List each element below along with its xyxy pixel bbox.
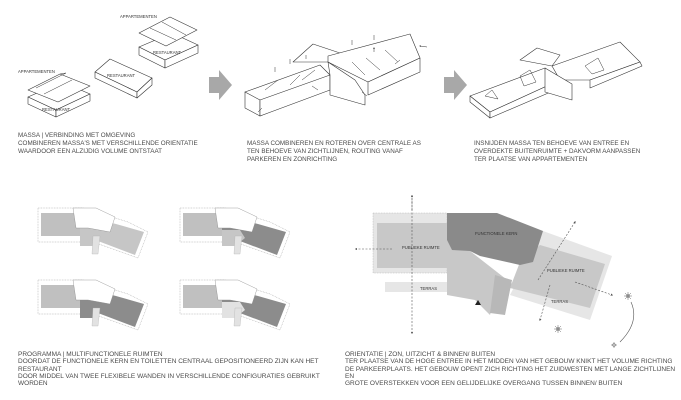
label-terras: TERRAS [551, 299, 568, 304]
apartments-block-right [138, 16, 199, 69]
sun-icon [554, 325, 562, 333]
entrance-marker-icon [475, 300, 481, 305]
caption-title: MASSA | VERBINDING MET OMGEVING [18, 132, 135, 139]
caption-line: TEN BEHOEVE VAN ZICHTLIJNEN, ROUTING VAN… [247, 148, 403, 155]
caption-line: INSNIJDEN MASSA TEN BEHOEVE VAN ENTREE E… [474, 140, 630, 147]
massing-step-1: APPARTEMENTEN RESTAURANT RESTAURANT APPA… [18, 14, 199, 118]
label-appartementen-right: APPARTEMENTEN [120, 14, 157, 19]
caption-line: COMBINEREN MASSA'S MET VERSCHILLENDE ORI… [18, 140, 198, 147]
caption-line: GROTE OVERSTEKKEN VOOR EEN GELIJDELIJKE … [345, 380, 623, 388]
orientation-plan: PUBLIEKE RUIMTE FUNCTIONELE KERN PUBLIEK… [354, 194, 634, 348]
caption-title: PROGRAMMA | MULTIFUNCTIONELE RUIMTEN [18, 351, 163, 358]
apartments-block-left [27, 72, 91, 118]
sun-icon [611, 342, 617, 348]
public-space-right [510, 245, 605, 308]
terrace-area [385, 282, 463, 292]
label-publieke-ruimte: PUBLIEKE RUIMTE [402, 245, 440, 250]
caption-line: DOOR MIDDEL VAN TWEE FLEXIBELE WANDEN IN… [18, 372, 320, 388]
sun-icon [624, 292, 632, 300]
program-plan-4 [179, 279, 291, 331]
label-functionele-kern: FUNCTIONELE KERN [475, 231, 517, 236]
sun-path-arc [619, 301, 634, 343]
arrow-right-icon [209, 70, 232, 100]
caption-line: DE PARKEERPLAATS. HET GEBOUW OPENT ZICH … [345, 365, 676, 380]
caption-line: PARKEREN EN ZONRICHTING [247, 156, 337, 163]
massing-step-2 [244, 33, 428, 117]
functional-core [447, 213, 543, 265]
arrow-right-icon [444, 70, 467, 100]
label-appartementen: APPARTEMENTEN [18, 69, 55, 74]
caption-line: MASSA COMBINEREN EN ROTEREN OVER CENTRAL… [247, 140, 421, 147]
caption-line: WAARDOOR EEN ALZIJDIG VOLUME ONTSTAAT [18, 148, 162, 155]
caption-step-2: MASSA COMBINEREN EN ROTEREN OVER CENTRAL… [247, 140, 421, 163]
caption-title: ORIENTATIE | ZON, UITZICHT & BINNEN/ BUI… [345, 351, 496, 358]
caption-line: TER PLAATSE VAN APPARTEMENTEN [474, 156, 588, 163]
program-plan-2 [179, 207, 291, 259]
caption-orientatie: ORIENTATIE | ZON, UITZICHT & BINNEN/ BUI… [345, 351, 678, 387]
caption-line: DOORDAT DE FUNCTIONELE KERN EN TOILETTEN… [18, 358, 319, 373]
program-plan-1 [37, 207, 149, 259]
label-terras: TERRAS [420, 286, 437, 291]
program-plan-3 [37, 279, 149, 331]
label-restaurant: RESTAURANT [42, 107, 71, 112]
label-publieke-ruimte: PUBLIEKE RUIMTE [547, 268, 585, 273]
label-restaurant-middle: RESTAURANT [107, 73, 136, 78]
caption-programma: PROGRAMMA | MULTIFUNCTIONELE RUIMTEN DOO… [18, 351, 336, 387]
caption-step-1: MASSA | VERBINDING MET OMGEVING COMBINER… [18, 132, 198, 155]
massing-step-3 [469, 41, 643, 119]
label-restaurant-right: RESTAURANT [153, 50, 182, 55]
caption-line: TER PLAATSE VAN DE HOGE ENTREE IN HET MI… [345, 358, 673, 366]
caption-step-3: INSNIJDEN MASSA TEN BEHOEVE VAN ENTREE E… [474, 140, 641, 163]
restaurant-block-middle [94, 58, 153, 99]
caption-line: OVERDEKTE BUITENRUIMTE + DAKVORM AANPASS… [474, 148, 641, 155]
